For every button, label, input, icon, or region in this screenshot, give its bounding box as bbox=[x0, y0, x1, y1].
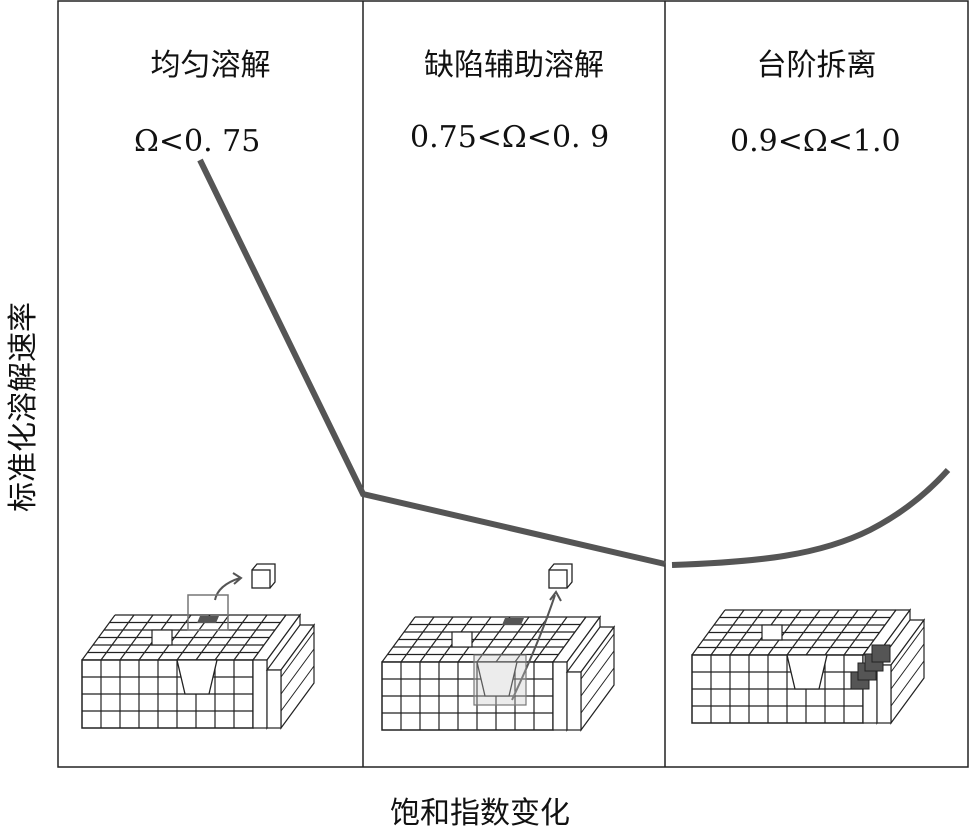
region-condition-step: 0.9<Ω<1.0 bbox=[730, 124, 901, 159]
cell-edge bbox=[580, 633, 615, 680]
dissolving-cell bbox=[502, 618, 524, 625]
cube-edge bbox=[251, 563, 276, 589]
dissolving-cell bbox=[197, 616, 219, 623]
cell-edge bbox=[280, 665, 315, 712]
arrow-icon bbox=[511, 590, 562, 701]
etch-pit bbox=[476, 661, 518, 697]
etch-pit bbox=[176, 659, 218, 695]
cell-edge bbox=[580, 667, 615, 714]
cell-edge bbox=[280, 648, 315, 695]
region-title-defect: 缺陷辅助溶解 bbox=[424, 48, 604, 83]
y-axis-label: 标准化溶解速率 bbox=[6, 302, 41, 512]
crystal-step bbox=[691, 608, 926, 725]
cell-edge bbox=[890, 643, 925, 690]
region-condition-defect: 0.75<Ω<0. 9 bbox=[410, 120, 610, 155]
region-title-uniform: 均匀溶解 bbox=[150, 48, 271, 83]
cell-edge bbox=[580, 650, 615, 697]
vacancy bbox=[761, 624, 783, 641]
detached-cube-icon bbox=[251, 569, 271, 589]
cube-edge bbox=[548, 563, 573, 589]
vacancy bbox=[151, 629, 173, 646]
rate-curve-left bbox=[197, 158, 666, 567]
cell-edge bbox=[890, 626, 925, 673]
step-front bbox=[552, 661, 568, 731]
region-condition-uniform: Ω<0. 75 bbox=[134, 124, 261, 159]
detaching-step-cell bbox=[871, 644, 891, 663]
frame bbox=[57, 0, 969, 768]
etch-pit bbox=[786, 654, 828, 690]
crystal-uniform bbox=[81, 563, 316, 730]
arrow-icon bbox=[214, 572, 243, 601]
x-axis-label: 饱和指数变化 bbox=[390, 796, 570, 827]
step-front bbox=[876, 664, 892, 724]
cell-edge bbox=[890, 660, 925, 707]
highlight-box bbox=[473, 654, 527, 706]
highlight-box bbox=[187, 594, 229, 631]
rate-curve-right bbox=[671, 467, 951, 568]
step-front bbox=[252, 659, 268, 729]
vacancy bbox=[451, 631, 473, 648]
step-front bbox=[266, 669, 282, 729]
detached-cube-icon bbox=[548, 569, 568, 589]
crystal-defect bbox=[381, 563, 616, 732]
region-title-step: 台阶拆离 bbox=[756, 48, 877, 83]
cell-edge bbox=[280, 631, 315, 678]
step-front bbox=[566, 671, 582, 731]
